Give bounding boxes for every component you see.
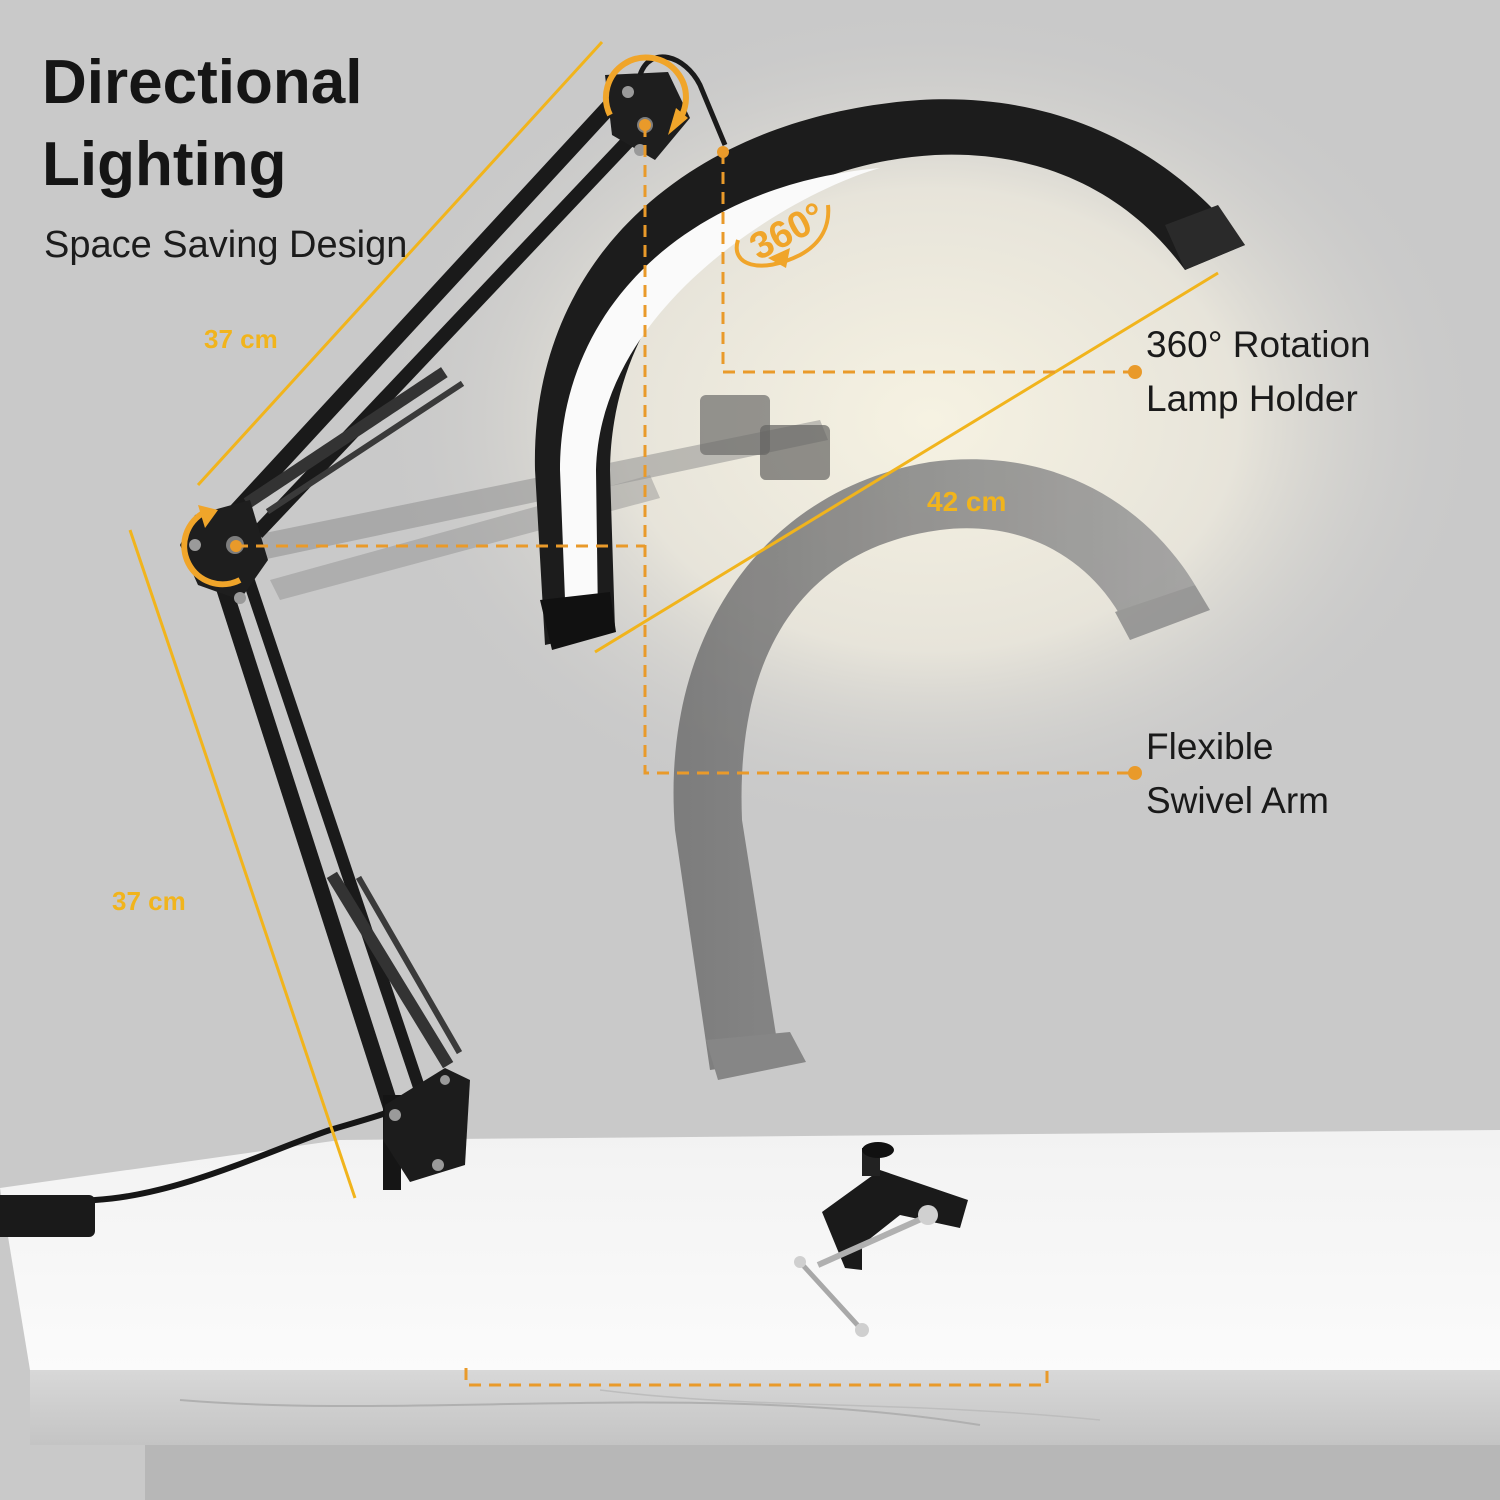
callout-rotation: 360° Rotation Lamp Holder [1146,318,1371,426]
guide-dot [230,540,242,552]
dimension-lines [128,40,1219,1199]
callout-arm: Flexible Swivel Arm [1146,720,1329,828]
table [0,1130,1500,1500]
table-clamp-icon [794,1142,968,1337]
headline-line-2: Lighting [42,130,287,199]
base-bracket [383,1068,470,1182]
callout-arm-line-1: Flexible [1146,726,1274,767]
power-cord [0,1102,403,1215]
callout-arm-line-2: Swivel Arm [1146,780,1329,821]
half-ring-lamp [534,99,1245,650]
joint-rotate-icon [181,505,242,588]
guide-dot [1128,766,1142,780]
guide-lines [236,125,1135,1387]
subline: Space Saving Design [44,224,408,266]
callout-rotation-line-2: Lamp Holder [1146,378,1358,419]
callout-rotation-line-1: 360° Rotation [1146,324,1371,365]
headline-line-1: Directional [42,48,363,117]
cord-switch [0,1195,95,1237]
swivel-arm [204,83,660,1190]
upper-arm-dimension: 37 cm [204,324,278,354]
guide-dot [717,146,729,158]
lamp-span-dimension: 42 cm [927,486,1007,517]
guide-dot [639,119,651,131]
guide-dot [1128,365,1142,379]
lower-arm-dimension: 37 cm [112,886,186,916]
joint-rotate-icon [603,54,689,135]
